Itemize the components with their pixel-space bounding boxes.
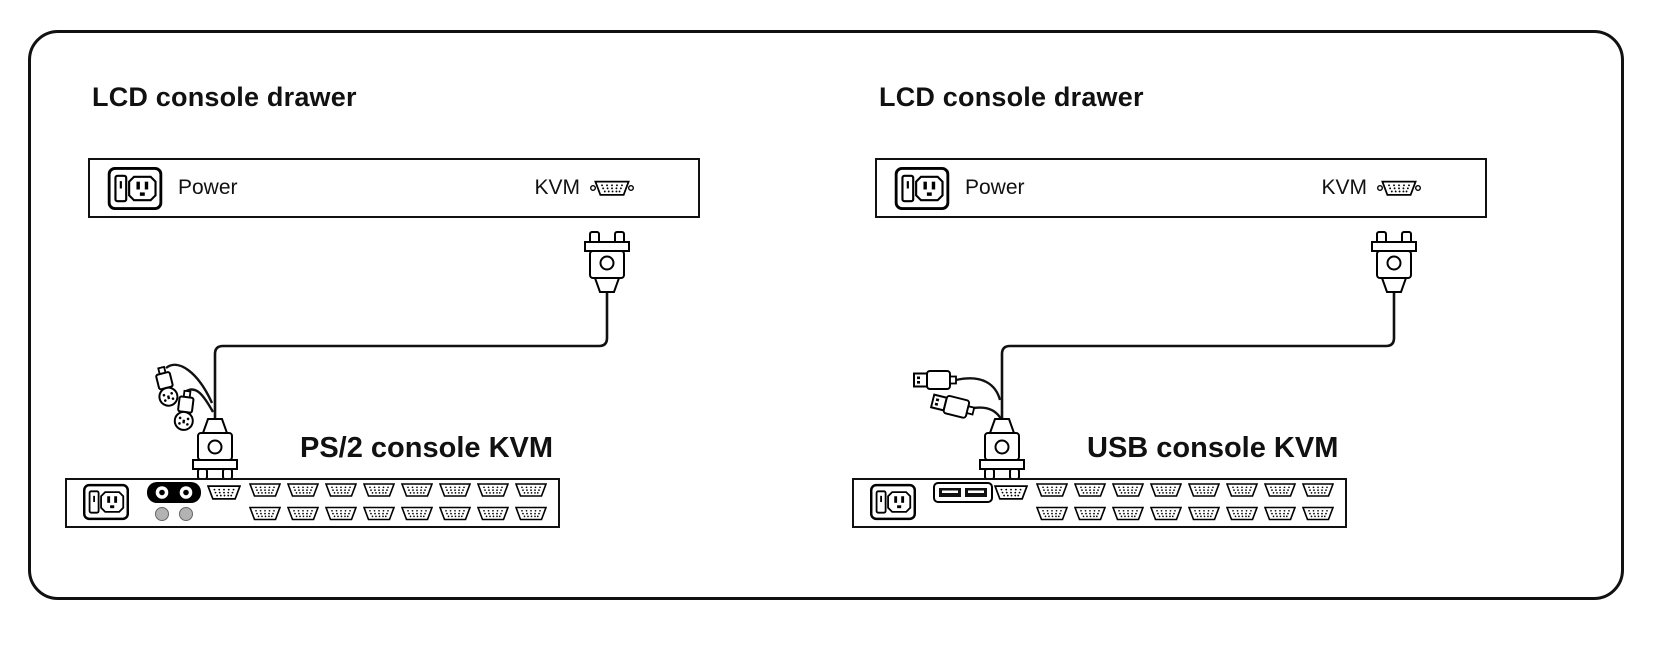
ps2-console-ports xyxy=(147,482,201,521)
kvm-title: PS/2 console KVM xyxy=(300,432,554,464)
usb-console-ports xyxy=(933,482,993,503)
power-inlet-icon xyxy=(83,483,129,521)
kvm-port-label: KVM xyxy=(1321,176,1367,199)
vga-port-grid xyxy=(1036,483,1334,521)
power-label: Power xyxy=(178,176,238,199)
kvm-rear-ports xyxy=(83,482,547,521)
usb-plug-icon xyxy=(913,370,957,390)
kvm-title: USB console KVM xyxy=(1087,432,1339,464)
usb-cable-2 xyxy=(973,406,1003,420)
console-drawer-rear-panel: Power KVM xyxy=(88,158,700,218)
vga-connector-male-up-icon xyxy=(584,231,630,293)
kvm-port-label: KVM xyxy=(534,176,580,199)
ps2-plug-icon xyxy=(151,364,181,409)
ps2-cable-keyboard xyxy=(165,363,214,404)
vga-db15-port-icon xyxy=(590,180,634,196)
kvm-switch-rear-panel xyxy=(852,478,1347,528)
usb-cable-1 xyxy=(955,377,1002,401)
kvm-switch-rear-panel xyxy=(65,478,560,528)
power-label: Power xyxy=(965,176,1025,199)
panel-title: LCD console drawer xyxy=(879,82,1144,112)
console-drawer-rear-panel: Power KVM xyxy=(875,158,1487,218)
panel-ps2: LCD console drawer Power KVM PS/2 consol… xyxy=(0,0,800,649)
kvm-cable xyxy=(213,293,609,420)
panel-title: LCD console drawer xyxy=(92,82,357,112)
console-vga-port-icon xyxy=(994,485,1028,500)
cable-assembly-usb xyxy=(913,231,1417,480)
cable-assembly-ps2 xyxy=(151,231,630,480)
vga-port-grid xyxy=(249,483,547,521)
console-vga-port-icon xyxy=(207,485,241,500)
kvm-cable xyxy=(1000,293,1396,420)
panel-usb: LCD console drawer Power KVM USB console… xyxy=(787,0,1587,649)
usb-plug-icon xyxy=(929,391,977,421)
vga-db15-port-icon xyxy=(1377,180,1421,196)
vga-connector-male-down-icon xyxy=(192,418,238,480)
kvm-rear-ports xyxy=(870,482,1334,521)
vga-connector-male-up-icon xyxy=(1371,231,1417,293)
vga-connector-male-down-icon xyxy=(979,418,1025,480)
power-inlet-icon xyxy=(870,483,916,521)
